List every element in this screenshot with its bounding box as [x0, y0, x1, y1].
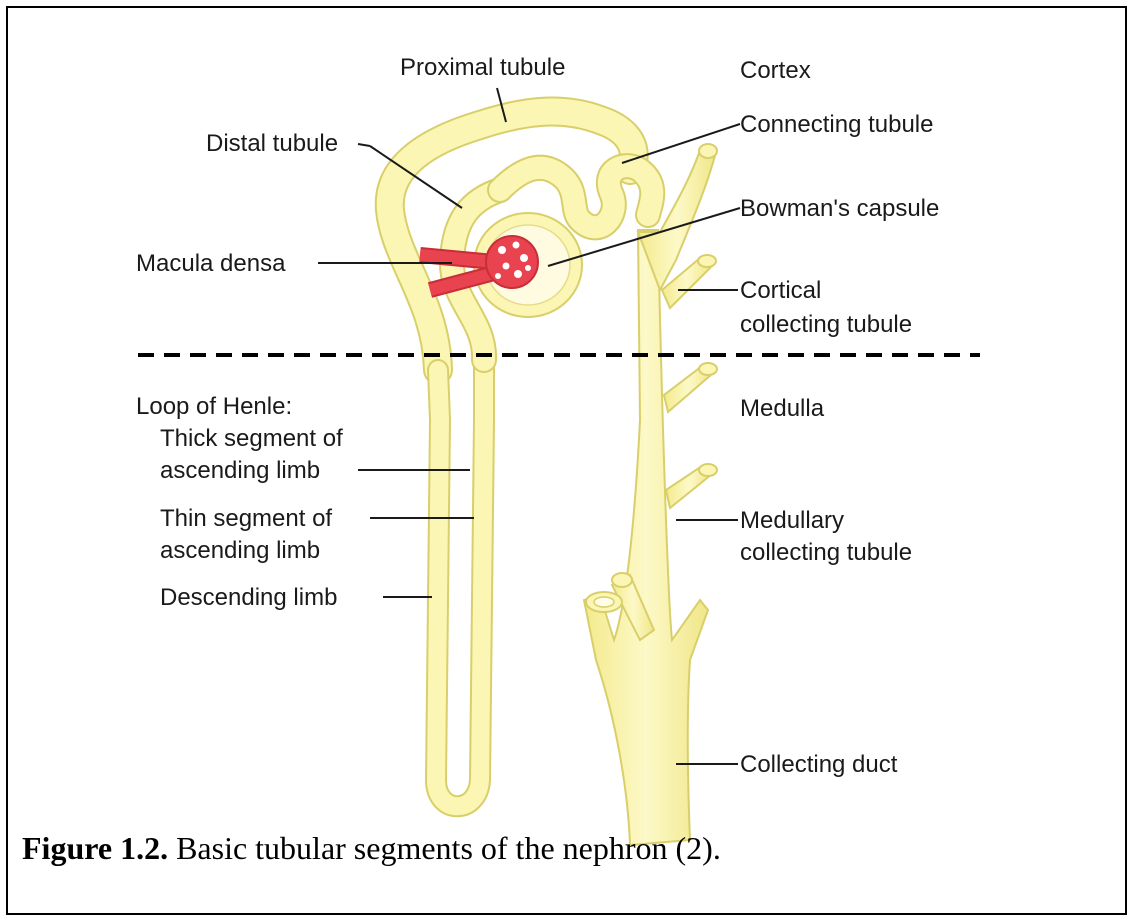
label-loop-of-henle: Loop of Henle: — [136, 393, 292, 420]
branch-end-1 — [699, 144, 717, 158]
label-medulla: Medulla — [740, 395, 825, 422]
label-descending-limb: Descending limb — [160, 584, 337, 611]
label-cortical-2: collecting tubule — [740, 311, 912, 338]
caption-text: Basic tubular segments of the nephron (2… — [168, 830, 721, 866]
label-thin-segment-1: Thin segment of — [160, 505, 332, 532]
label-proximal-tubule: Proximal tubule — [400, 54, 565, 81]
label-cortex: Cortex — [740, 57, 811, 84]
figure-caption: Figure 1.2. Basic tubular segments of th… — [22, 830, 721, 867]
label-thin-segment-2: ascending limb — [160, 537, 320, 564]
label-medullary-1: Medullary — [740, 507, 844, 534]
collecting-duct-trunk — [584, 230, 708, 845]
branch-end-5 — [612, 573, 632, 587]
branch-end-4 — [699, 464, 717, 476]
label-bowmans-capsule: Bowman's capsule — [740, 195, 939, 222]
branch-end-3 — [699, 363, 717, 375]
loop-of-henle-path — [436, 360, 484, 806]
label-thick-segment-1: Thick segment of — [160, 425, 343, 452]
label-thick-segment-2: ascending limb — [160, 457, 320, 484]
glomerulus — [486, 236, 538, 288]
label-collecting-duct: Collecting duct — [740, 751, 898, 778]
label-distal-tubule: Distal tubule — [206, 130, 338, 157]
label-medullary-2: collecting tubule — [740, 539, 912, 566]
branch-end-2 — [698, 255, 716, 267]
label-macula-densa: Macula densa — [136, 250, 286, 277]
label-cortical-1: Cortical — [740, 277, 821, 304]
caption-prefix: Figure 1.2. — [22, 830, 168, 866]
label-connecting-tubule: Connecting tubule — [740, 111, 933, 138]
